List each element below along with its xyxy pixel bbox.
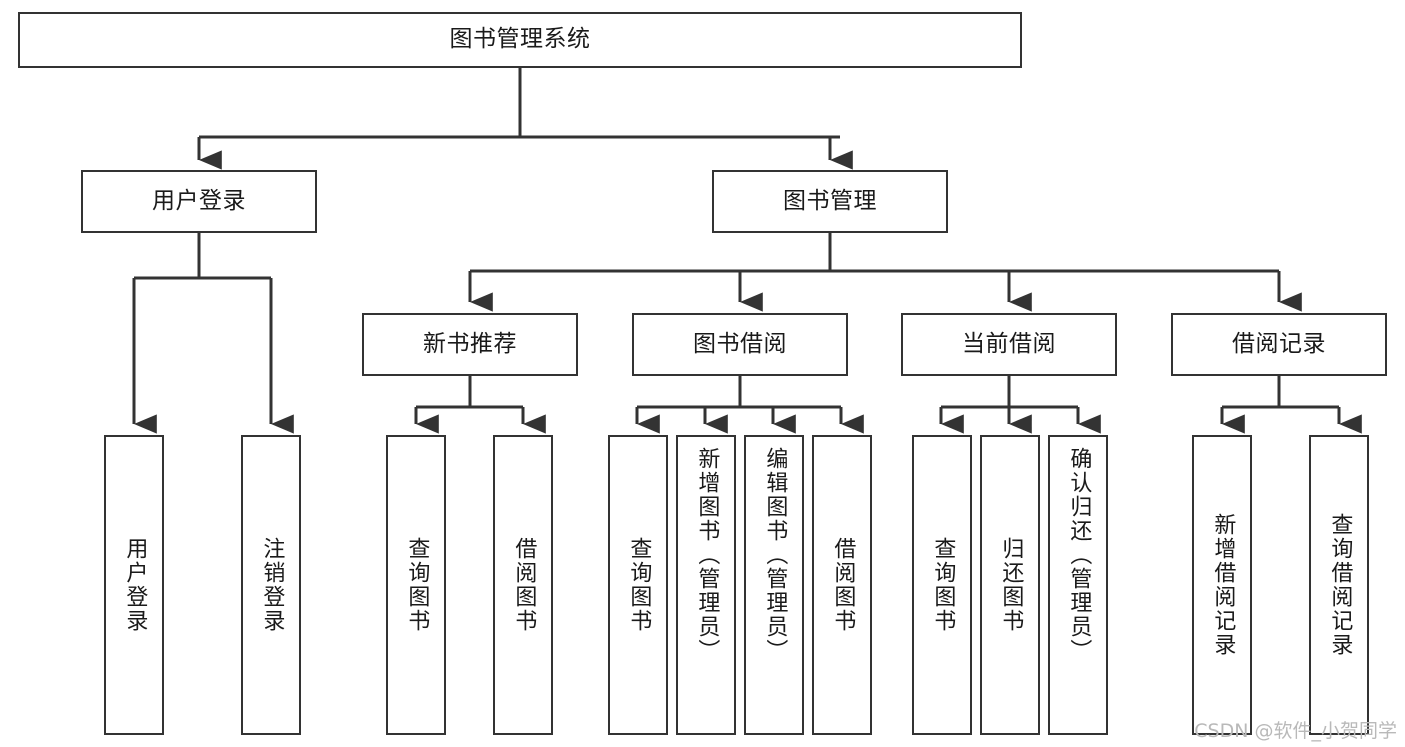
node-user-login[interactable]: 用户登录 <box>81 170 317 233</box>
node-label: 编辑图书（管理员） <box>762 447 788 663</box>
node-root-book-management-system[interactable]: 图书管理系统 <box>18 12 1022 68</box>
node-label: 当前借阅 <box>962 330 1056 357</box>
leaf-edit-book-admin[interactable]: 编辑图书（管理员） <box>744 435 804 735</box>
leaf-borrow-book[interactable]: 借阅图书 <box>812 435 872 735</box>
leaf-return-book[interactable]: 归还图书 <box>980 435 1040 735</box>
node-label: 查询图书 <box>404 537 430 633</box>
node-label: 归还图书 <box>998 537 1024 633</box>
node-label: 用户登录 <box>152 187 246 214</box>
node-label: 图书借阅 <box>693 330 787 357</box>
leaf-add-book-admin[interactable]: 新增图书（管理员） <box>676 435 736 735</box>
node-label: 新增图书（管理员） <box>694 447 720 663</box>
leaf-add-borrow-record[interactable]: 新增借阅记录 <box>1192 435 1252 735</box>
leaf-user-login[interactable]: 用户登录 <box>104 435 164 735</box>
leaf-logout[interactable]: 注销登录 <box>241 435 301 735</box>
node-label: 查询图书 <box>930 537 956 633</box>
node-book-borrow[interactable]: 图书借阅 <box>632 313 848 376</box>
leaf-borrow-book-recommend[interactable]: 借阅图书 <box>493 435 553 735</box>
node-label: 确认归还（管理员） <box>1066 447 1092 663</box>
node-book-management[interactable]: 图书管理 <box>712 170 948 233</box>
node-label: 借阅图书 <box>830 537 856 633</box>
node-label: 图书管理 <box>783 187 877 214</box>
node-label: 用户登录 <box>122 537 148 633</box>
leaf-query-book-recommend[interactable]: 查询图书 <box>386 435 446 735</box>
node-label: 新增借阅记录 <box>1210 513 1236 657</box>
node-label: 借阅记录 <box>1232 330 1326 357</box>
node-borrow-record[interactable]: 借阅记录 <box>1171 313 1387 376</box>
node-label: 新书推荐 <box>423 330 517 357</box>
leaf-query-book-current[interactable]: 查询图书 <box>912 435 972 735</box>
node-current-borrow[interactable]: 当前借阅 <box>901 313 1117 376</box>
node-label: 查询图书 <box>626 537 652 633</box>
node-label: 查询借阅记录 <box>1327 513 1353 657</box>
leaf-query-borrow-record[interactable]: 查询借阅记录 <box>1309 435 1369 735</box>
leaf-confirm-return-admin[interactable]: 确认归还（管理员） <box>1048 435 1108 735</box>
node-label: 借阅图书 <box>511 537 537 633</box>
node-label: 图书管理系统 <box>449 26 591 53</box>
node-new-book-recommend[interactable]: 新书推荐 <box>362 313 578 376</box>
node-label: 注销登录 <box>259 537 285 633</box>
leaf-query-book-borrow[interactable]: 查询图书 <box>608 435 668 735</box>
csdn-watermark: CSDN @软件_小贺同学 <box>1194 720 1397 742</box>
